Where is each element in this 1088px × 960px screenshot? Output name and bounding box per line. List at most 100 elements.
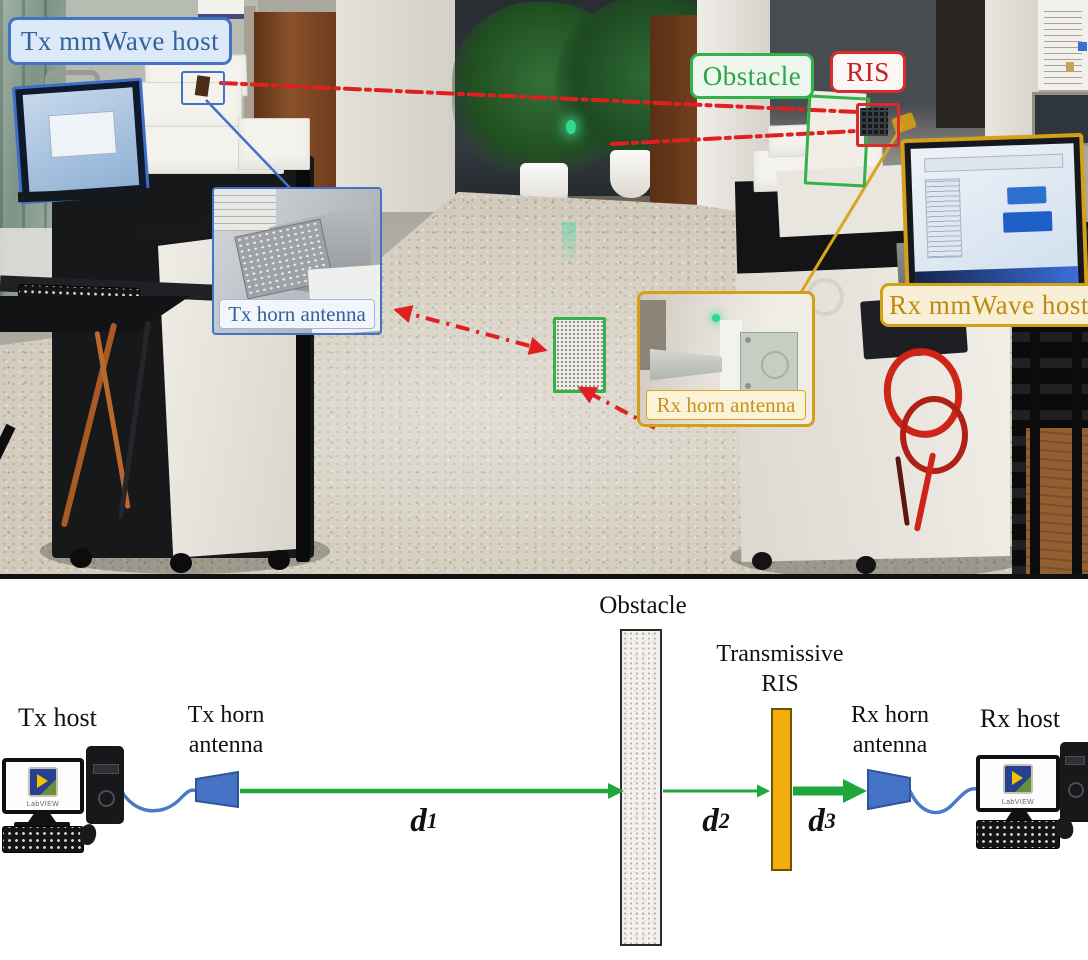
rx-host-text: Rx host — [979, 704, 1061, 733]
tx-tower — [86, 746, 124, 824]
tx-monitor: LabVIEW — [2, 758, 84, 814]
ris-callout-line — [798, 125, 904, 295]
rx-monitor-stand — [1006, 812, 1032, 820]
tx-cart-wheel — [170, 553, 192, 573]
red-cable-coil — [900, 396, 968, 474]
rx-monitor-screen: LabVIEW — [980, 759, 1056, 808]
poster-chip — [1078, 42, 1087, 51]
diagram-obstacle-rect — [620, 629, 662, 946]
tx-horn-inset: Tx horn antenna — [212, 187, 382, 335]
diagram-ris-bar — [771, 708, 792, 871]
obstacle-badge-text: Obstacle — [702, 60, 802, 91]
labview-logo — [1003, 764, 1033, 794]
tx-monitor-base — [14, 822, 70, 827]
diagram-obstacle-text: Obstacle — [599, 592, 687, 619]
screw — [745, 383, 751, 389]
tx-horn-marker-box — [181, 71, 225, 105]
plate-circle — [761, 351, 789, 379]
labview-text: LabVIEW — [1001, 799, 1035, 806]
tx-cart-wheel — [70, 548, 92, 568]
d2-base: d — [702, 802, 719, 839]
poster-chip — [1066, 62, 1074, 71]
diagram-obstacle-label: Obstacle — [580, 592, 706, 620]
rx-tower — [1060, 742, 1088, 822]
d1-base: d — [410, 802, 427, 839]
labview-logo — [28, 767, 58, 797]
schematic-diagram: Obstacle Transmissive RIS Tx host Tx hor… — [0, 579, 1088, 960]
d1-sub: 1 — [426, 808, 438, 833]
door-sign — [198, 0, 244, 19]
diagram-rx-host-label: Rx host — [972, 704, 1068, 733]
tx-monitor-screen: LabVIEW — [6, 762, 80, 810]
tx-horn-inset-text: Tx horn antenna — [228, 301, 366, 326]
rx-horn-shape — [650, 348, 722, 381]
tx-callout-line — [205, 99, 293, 191]
diagram-ris-label: Transmissive RIS — [700, 639, 860, 699]
rx-mmwave-host-text: Rx mmWave host — [889, 289, 1088, 320]
tower-power-ring — [1068, 782, 1084, 798]
rack-bar — [1072, 222, 1082, 576]
photo-diagram-divider — [0, 574, 1088, 579]
tx-horn-line1: Tx horn — [187, 702, 265, 728]
tx-horn-shape — [195, 770, 239, 809]
diagram-rx-horn-label: Rx horn antenna — [838, 700, 942, 760]
plant-pot — [610, 150, 652, 198]
diagram-links — [120, 768, 978, 815]
diagram-tx-host-label: Tx host — [10, 703, 105, 732]
tx-cable — [120, 788, 197, 813]
wood-door-mid — [650, 15, 704, 230]
los-path-line — [610, 129, 859, 146]
mount-plate — [740, 332, 798, 396]
rx-horn-shape — [867, 768, 911, 811]
tx-to-patch-arrow — [393, 305, 548, 355]
ris-label-line1: Transmissive — [716, 641, 844, 667]
tx-mmwave-host-text: Tx mmWave host — [20, 25, 220, 56]
rx-cart-wheel — [856, 556, 876, 574]
diagram-tx-horn-label: Tx horn antenna — [175, 700, 277, 760]
patch-to-rx-arrow — [577, 386, 656, 430]
rx-horn-line2: antenna — [852, 732, 928, 758]
rx-horn-inset-text: Rx horn antenna — [656, 392, 796, 417]
rx-horn-line1: Rx horn — [851, 702, 929, 728]
ris-marker-box — [856, 103, 900, 147]
wall-pillar-mid — [336, 0, 458, 212]
screw — [745, 337, 751, 343]
ris-badge: RIS — [830, 51, 906, 93]
rx-cable — [908, 786, 978, 815]
tower-drive-slot — [93, 764, 119, 774]
led-floor-reflection — [562, 222, 576, 266]
rx-horn-inset: Rx horn antenna — [637, 291, 815, 427]
tx-mmwave-host-badge: Tx mmWave host — [8, 17, 232, 65]
d3-arrow-head — [843, 779, 867, 803]
d3-base: d — [808, 802, 825, 839]
green-led-small — [712, 314, 720, 322]
tx-horn-line2: antenna — [188, 732, 264, 758]
d3-sub: 3 — [824, 808, 836, 833]
rx-monitor: LabVIEW — [976, 755, 1060, 812]
tx-monitor-stand — [28, 814, 56, 822]
ris-badge-text: RIS — [846, 56, 890, 87]
rack-bar — [1030, 222, 1040, 576]
obstacle-badge: Obstacle — [690, 53, 814, 99]
photo-annotation-lines — [205, 81, 904, 430]
instrument-face — [214, 189, 276, 231]
tower-power-ring — [98, 790, 115, 807]
green-led — [566, 120, 576, 134]
dark-doorway — [936, 0, 986, 128]
lab-photo: Tx horn antenna Rx horn antenna Tx mmWav… — [0, 0, 1088, 576]
tx-keyboard — [2, 826, 84, 853]
ris-device — [860, 108, 888, 136]
tx-host-text: Tx host — [18, 703, 97, 732]
equipment-box — [238, 118, 310, 170]
tower-drive-slot — [1065, 756, 1085, 765]
los-path-line — [219, 81, 859, 114]
d2-sub: 2 — [718, 808, 730, 833]
rx-cart-wheel — [752, 552, 772, 570]
labview-text: LabVIEW — [26, 801, 60, 808]
ris-label-line2: RIS — [761, 671, 799, 697]
d2-arrow-head — [757, 784, 770, 798]
